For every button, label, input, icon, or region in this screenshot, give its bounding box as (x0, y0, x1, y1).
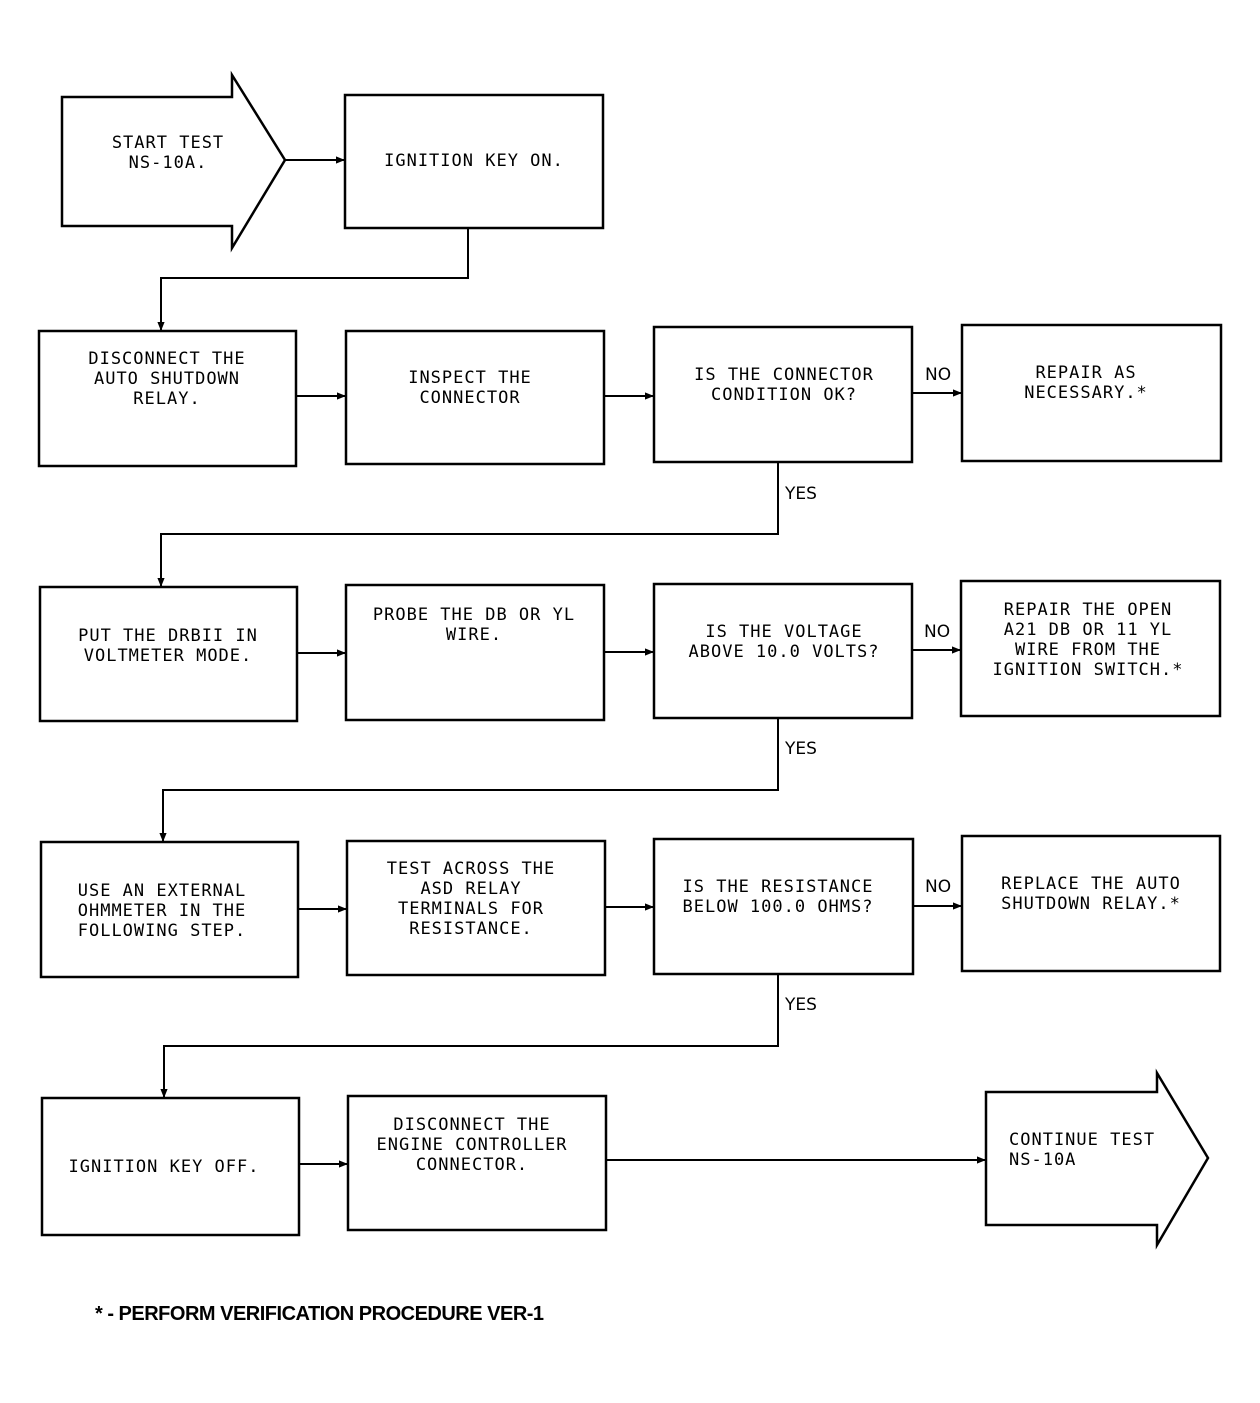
node-text-line: IS THE RESISTANCE (683, 877, 874, 897)
node-text-line: RELAY. (133, 389, 200, 409)
node-text-line: IGNITION SWITCH.* (993, 660, 1184, 680)
continue-arrow (984, 1068, 1210, 1250)
node-text-line: DISCONNECT THE (88, 349, 245, 369)
node-text-line: PROBE THE DB OR YL (373, 605, 575, 625)
connector-ok-box (652, 325, 914, 464)
node-text-line: CONDITION OK? (711, 385, 857, 405)
node-text-line: PUT THE DRBII IN (78, 626, 258, 646)
node-text-line: WIRE. (446, 625, 502, 645)
resistance-check-box (652, 837, 915, 976)
node-text-line: REPLACE THE AUTO (1001, 874, 1181, 894)
node-text-line: IGNITION KEY ON. (384, 151, 564, 171)
node-text-line: NECESSARY.* (1024, 383, 1148, 403)
disconnect-ecm-box (346, 1094, 608, 1232)
repair-open-box (959, 579, 1222, 718)
start-arrow (60, 70, 287, 253)
node-text-line: CONNECTOR. (416, 1155, 528, 1175)
node-text-line: BELOW 100.0 OHMS? (683, 897, 874, 917)
node-text-line: ENGINE CONTROLLER (377, 1135, 568, 1155)
node-text-line: REPAIR THE OPEN (1004, 600, 1173, 620)
node-text-line: NS-10A (1009, 1150, 1076, 1170)
node-text-line: DISCONNECT THE (393, 1115, 550, 1135)
edge-voltage-yes (159, 718, 779, 842)
node-text-line: USE AN EXTERNAL (78, 881, 247, 901)
node-text-line: INSPECT THE (408, 368, 532, 388)
node-text-line: REPAIR AS (1035, 363, 1136, 383)
label-no-connector: NO (925, 365, 951, 385)
node-text-line: CONNECTOR (419, 388, 520, 408)
node-text-line: VOLTMETER MODE. (84, 646, 253, 666)
node-text-line: AUTO SHUTDOWN (94, 369, 240, 389)
edge-resistance-yes (160, 974, 779, 1098)
node-text-line: NS-10A. (129, 153, 208, 173)
node-text-line: WIRE FROM THE (1015, 640, 1161, 660)
replace-asd-box (960, 834, 1222, 973)
node-text-line: TEST ACROSS THE (387, 859, 556, 879)
node-text-line: IS THE VOLTAGE (705, 622, 862, 642)
use-ohmmeter-box (39, 840, 300, 979)
probe-wire-box (344, 583, 606, 722)
label-yes-resistance: YES (784, 995, 817, 1015)
node-text-line: IGNITION KEY OFF. (69, 1157, 260, 1177)
node-text-line: ASD RELAY (420, 879, 521, 899)
node-text-line: SHUTDOWN RELAY.* (1001, 894, 1181, 914)
ignition-off-label: IGNITION KEY OFF. (69, 1157, 260, 1177)
ignition-off-box (40, 1096, 301, 1237)
label-no-voltage: NO (924, 622, 950, 642)
node-text-line: CONTINUE TEST (1009, 1130, 1155, 1150)
node-text-line: TERMINALS FOR (398, 899, 544, 919)
node-text-line: FOLLOWING STEP. (78, 921, 247, 941)
disconnect-asd-box (37, 329, 298, 468)
node-text-line: A21 DB OR 11 YL (1004, 620, 1173, 640)
inspect-connector-box (344, 329, 606, 466)
ignition-on-label: IGNITION KEY ON. (384, 151, 564, 171)
label-no-resistance: NO (925, 877, 951, 897)
node-text-line: START TEST (112, 133, 224, 153)
edge-connector-ok-yes (157, 462, 779, 587)
edge-ignition-to-disconnect (157, 228, 469, 331)
node-text-line: OHMMETER IN THE (78, 901, 247, 921)
ignition-on-box (343, 93, 605, 230)
label-yes-connector: YES (784, 484, 817, 504)
footnote: * - PERFORM VERIFICATION PROCEDURE VER-1 (95, 1303, 544, 1325)
node-text-line: ABOVE 10.0 VOLTS? (689, 642, 880, 662)
put-drbii-box (38, 585, 299, 723)
label-yes-voltage: YES (784, 739, 817, 759)
node-text-line: IS THE CONNECTOR (694, 365, 874, 385)
node-text-line: RESISTANCE. (409, 919, 533, 939)
